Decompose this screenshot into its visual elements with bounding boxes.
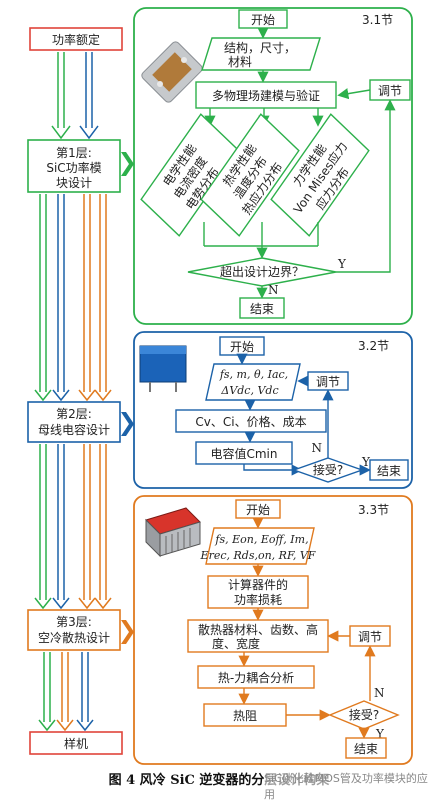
s3-no-label: N	[374, 686, 385, 700]
heatsink-photo	[145, 507, 201, 558]
s3-loss-line1: 计算器件的	[228, 577, 288, 592]
arrow-l2-l3-orange2	[94, 444, 112, 610]
power-rating-label: 功率额定	[52, 32, 100, 47]
s2-end-box	[369, 459, 409, 481]
watermark-text: SiC碳化硅MOS管及功率模块的应用	[264, 770, 438, 802]
layer1-line3: 块设计	[56, 176, 92, 190]
s1-mechanical-box: 力学性能 Von Mises应力 应力分布	[270, 113, 370, 237]
left-column: 功率额定 第1层: SiC功率模 块设计 第2层: 母线电容设计 第3层: 空冷…	[27, 27, 134, 755]
s3-coupling-box	[197, 665, 315, 689]
s1-start-label: 开始	[251, 13, 275, 27]
s3-start-label: 开始	[246, 503, 270, 517]
section-3-3-label: 3.3节	[358, 503, 389, 517]
layer1-line2: SiC功率模	[46, 160, 101, 175]
s3-input-line1: fs, Eon, Eoff, Im,	[214, 533, 308, 546]
arrow-l1-l2-orange2	[94, 194, 112, 402]
s1-input-box	[201, 37, 321, 71]
arrow-l1-l2-blue	[52, 194, 70, 402]
arrow-top-to-layer1-green	[51, 52, 71, 140]
s2-yes-label: Y	[361, 455, 371, 469]
s3-end-label: 结束	[354, 742, 378, 756]
s2-start-label: 开始	[230, 340, 254, 354]
s2-adjust-label: 调节	[316, 375, 340, 389]
chevron-right-icon	[121, 152, 134, 176]
s2-end-label: 结束	[377, 464, 401, 478]
prototype-label: 样机	[64, 736, 88, 751]
arrow-l3-bottom-green	[38, 652, 56, 732]
chevron-right-icon	[121, 412, 134, 436]
arrow-l2-l3-blue	[52, 444, 70, 610]
s2-decision-label: 接受?	[313, 462, 343, 477]
s3-decision-label: 接受?	[349, 707, 379, 722]
s2-no-label: N	[312, 441, 323, 455]
s1-adjust-label: 调节	[378, 84, 402, 98]
arrow-l3-bottom-blue	[76, 652, 94, 732]
power-rating-box	[29, 27, 123, 51]
layer2-line2: 母线电容设计	[38, 422, 110, 437]
s3-yes-label: Y	[375, 727, 385, 741]
s3-coupling-label: 热-力耦合分析	[218, 670, 294, 685]
layer3-line2: 空冷散热设计	[38, 630, 110, 645]
arrow-l1-l2-orange1	[78, 194, 96, 402]
layer3-box	[27, 609, 121, 651]
arrow-l1-l2-green	[34, 194, 52, 402]
s3-heatsink-line1: 散热器材料、齿数、高	[198, 622, 318, 637]
section-3-1: 3.1节 开始 结构，尺寸， 材料 多物理场建模与验证 调节 电	[133, 7, 413, 325]
s3-loss-line2: 功率损耗	[234, 592, 282, 607]
layer1-box	[27, 139, 121, 193]
capacitor-photo	[139, 345, 187, 392]
s1-model-box	[195, 81, 337, 109]
prototype-box	[29, 731, 123, 755]
s1-yes-label: Y	[337, 257, 347, 271]
s3-thermal-label: 热阻	[233, 709, 257, 723]
s1-model-label: 多物理场建模与验证	[212, 88, 320, 103]
arrow-l2-l3-orange1	[78, 444, 96, 610]
s2-input-line2: ΔVdc, Vdc	[220, 384, 278, 397]
s2-input-box	[205, 363, 301, 401]
arrow-l3-bottom-orange	[56, 652, 74, 732]
s1-no-label: N	[268, 283, 279, 297]
layer2-box	[27, 401, 121, 443]
section-3-2-label: 3.2节	[358, 339, 389, 353]
section-3-1-label: 3.1节	[362, 13, 393, 27]
layer3-line1: 第3层:	[56, 615, 92, 629]
s3-input-line2: Erec, Rds,on, RF, VF	[200, 549, 316, 562]
s3-loss-box	[207, 575, 309, 609]
s3-adjust-label: 调节	[358, 630, 382, 644]
s1-end-label: 结束	[250, 302, 274, 316]
sic-module-photo	[141, 41, 203, 103]
layer2-line1: 第2层:	[56, 407, 92, 421]
s2-cap-label: 电容值Cmin	[210, 446, 277, 461]
arrow-l2-l3-green	[34, 444, 52, 610]
s1-thermal-box: 热学性能 温度分布 热应力分布	[200, 113, 300, 237]
section-3-2: 3.2节 开始 fs, m, θ, Iac, ΔVdc, Vdc 调节 Cv、C…	[133, 331, 413, 489]
s3-input-box	[205, 527, 315, 565]
s3-heatsink-line2: 度、宽度	[212, 636, 260, 651]
s2-decision	[291, 457, 365, 483]
arrow-top-to-layer1-blue	[79, 52, 99, 140]
section-3-3: 3.3节 开始 fs, Eon, Eoff, Im, Erec, Rds,on,…	[133, 495, 413, 765]
s1-input-line2: 材料	[228, 55, 252, 69]
layer1-line1: 第1层:	[56, 146, 92, 160]
s1-decision-label: 超出设计边界？	[220, 264, 304, 279]
chevron-right-icon	[121, 620, 134, 644]
s1-end-box	[239, 297, 285, 319]
s1-input-line1: 结构，尺寸，	[224, 40, 296, 55]
s3-end-box	[345, 737, 387, 759]
s2-input-line1: fs, m, θ, Iac,	[219, 368, 288, 381]
s2-params-label: Cv、Ci、价格、成本	[195, 414, 306, 429]
